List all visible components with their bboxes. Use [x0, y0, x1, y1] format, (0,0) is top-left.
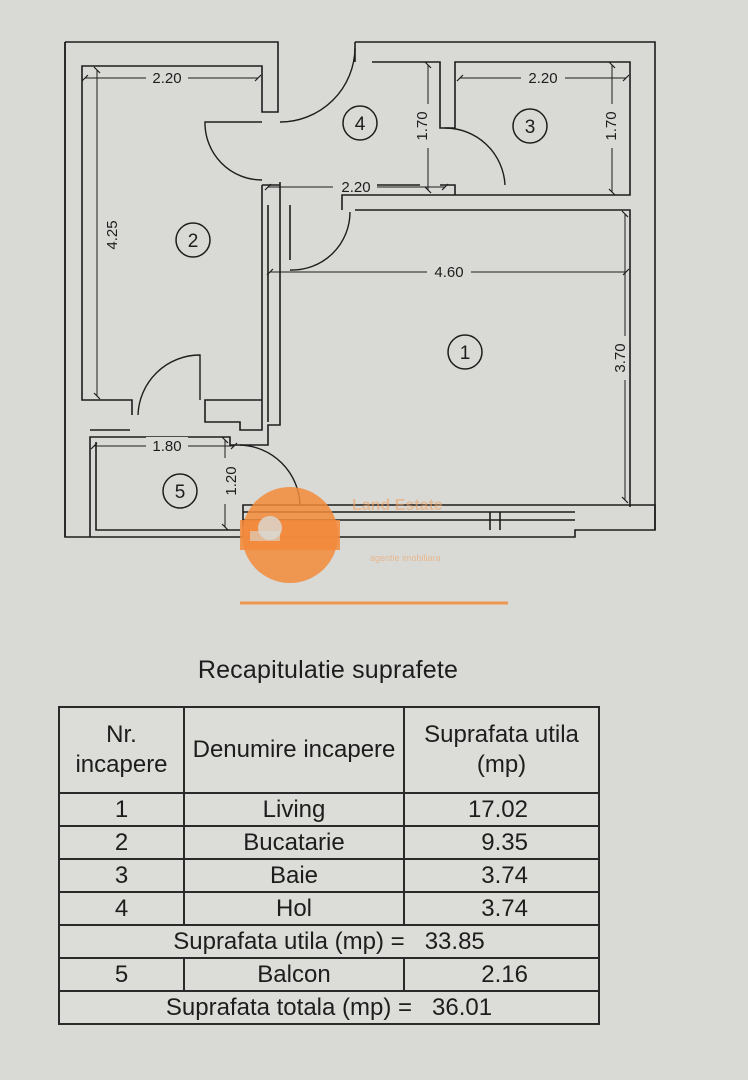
room-number-1: 1: [460, 343, 471, 364]
header-room-number: Nr. incapere: [58, 706, 185, 794]
room-marker-1: [447, 334, 483, 370]
cell-name: Bucatarie: [183, 825, 405, 860]
cell-area: 9.35: [403, 825, 600, 860]
dim-room3-height: 1.70: [603, 111, 620, 140]
room-number-4: 4: [355, 114, 366, 135]
table-row: 3 Baie 3.74: [58, 858, 600, 893]
dim-room2-width: 2.20: [152, 70, 181, 87]
dim-room1-width: 4.60: [434, 264, 463, 281]
room-numbers: 1 2 3 4 5: [175, 114, 536, 503]
cell-nr: 2: [58, 825, 185, 860]
dim-room3-width: 2.20: [528, 70, 557, 87]
total-label: Suprafata totala (mp) =: [165, 994, 413, 1021]
summary-title: Recapitulatie suprafete: [197, 656, 459, 684]
balcony-row: 5 Balcon 2.16: [58, 957, 600, 992]
watermark-brand: Land Estate: [352, 497, 443, 514]
room-marker-4: [342, 105, 378, 141]
cell-area: 3.74: [403, 858, 600, 893]
header-useful-area: Suprafata utila (mp): [403, 706, 600, 794]
cell-name: Hol: [183, 891, 405, 926]
room-marker-3: [512, 108, 548, 144]
table-row: 1 Living 17.02: [58, 792, 600, 827]
cell-nr: 1: [58, 792, 185, 827]
room-markers: [162, 105, 548, 509]
cell-area: 2.16: [403, 957, 600, 992]
walls: [64, 41, 656, 538]
table-row: 4 Hol 3.74: [58, 891, 600, 926]
room-number-2: 2: [188, 231, 199, 252]
room-marker-5: [162, 473, 198, 509]
room-marker-2: [175, 222, 211, 258]
dim-room4-height: 1.70: [414, 111, 431, 140]
watermark-tagline: agentie imobiliara: [370, 553, 441, 563]
dim-room4-width: 2.20: [341, 179, 370, 196]
total-value: 36.01: [432, 994, 493, 1021]
total-row: Suprafata totala (mp) = 36.01: [58, 990, 600, 1025]
cell-name: Living: [183, 792, 405, 827]
subtotal-value: 33.85: [424, 928, 485, 955]
dim-room5-width: 1.80: [152, 438, 181, 455]
cell-nr: 4: [58, 891, 185, 926]
dim-room1-height: 3.70: [612, 343, 629, 372]
floor-plan: 2.20 4.25 2.20 1.70 2.20 1.70 4.60 3.70 …: [64, 41, 656, 605]
subtotal-row: Suprafata utila (mp) = 33.85: [58, 924, 600, 959]
table-header-row: Nr. incapere Denumire incapere Suprafata…: [58, 706, 600, 794]
cell-area: 17.02: [403, 792, 600, 827]
dimension-labels: 2.20 4.25 2.20 1.70 2.20 1.70 4.60 3.70 …: [104, 69, 629, 504]
dim-room5-height: 1.20: [223, 466, 240, 495]
cell-nr: 3: [58, 858, 185, 893]
cell-area: 3.74: [403, 891, 600, 926]
room-number-5: 5: [175, 482, 186, 503]
area-summary-table: Nr. incapere Denumire incapere Suprafata…: [58, 706, 600, 1025]
cell-name: Baie: [183, 858, 405, 893]
watermark-logo: Land Estate agentie imobiliara: [240, 487, 508, 605]
room-number-3: 3: [525, 117, 536, 138]
dim-room2-height: 4.25: [104, 220, 121, 249]
header-room-name: Denumire incapere: [183, 706, 405, 794]
cell-nr: 5: [58, 957, 185, 992]
subtotal-label: Suprafata utila (mp) =: [173, 928, 405, 955]
cell-name: Balcon: [183, 957, 405, 992]
table-row: 2 Bucatarie 9.35: [58, 825, 600, 860]
